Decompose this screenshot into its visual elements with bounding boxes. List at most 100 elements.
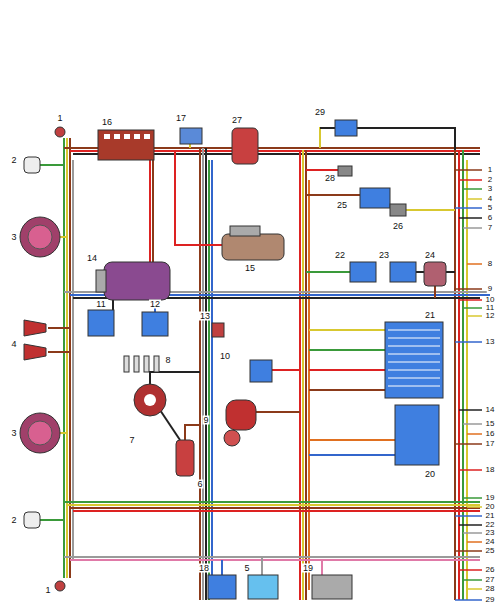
sensor-box bbox=[335, 120, 357, 136]
battery bbox=[98, 130, 154, 160]
callout-number: 22 bbox=[334, 251, 346, 260]
terminal-wire bbox=[463, 188, 482, 190]
fuse-box bbox=[388, 330, 440, 331]
wire-harness bbox=[149, 151, 151, 262]
wiper-motor bbox=[224, 430, 240, 446]
callout-number: 24 bbox=[424, 251, 436, 260]
side-repeater bbox=[55, 127, 65, 137]
terminal-number: 24 bbox=[485, 538, 496, 546]
wire-harness bbox=[150, 372, 200, 385]
callout-number: 17 bbox=[175, 114, 187, 123]
alternator bbox=[104, 262, 170, 300]
terminal-number: 11 bbox=[485, 304, 495, 312]
side-lamp bbox=[24, 157, 40, 173]
wire-harness bbox=[308, 180, 310, 590]
terminal-wire bbox=[455, 515, 482, 517]
side-repeater bbox=[55, 581, 65, 591]
terminal-number: 4 bbox=[487, 195, 493, 203]
terminal-wire bbox=[463, 579, 482, 581]
callout-number: 2 bbox=[10, 516, 17, 525]
distributor bbox=[144, 394, 156, 406]
wire-harness bbox=[202, 148, 204, 600]
callout-number: 28 bbox=[324, 174, 336, 183]
terminal-number: 21 bbox=[485, 512, 496, 520]
terminal-number: 7 bbox=[487, 224, 493, 232]
callout-number: 15 bbox=[244, 264, 256, 273]
fuse-box bbox=[388, 386, 440, 387]
callout-number: 3 bbox=[10, 233, 17, 242]
terminal-wire bbox=[467, 263, 482, 265]
starter bbox=[222, 234, 284, 260]
horn bbox=[24, 344, 46, 360]
sensor-box bbox=[338, 166, 352, 176]
terminal-wire bbox=[455, 288, 482, 290]
terminal-wire bbox=[463, 497, 482, 499]
callout-number: 29 bbox=[314, 108, 326, 117]
wire-harness bbox=[40, 519, 64, 521]
relay bbox=[180, 128, 202, 144]
callout-number: 20 bbox=[424, 470, 436, 479]
spark-plug bbox=[144, 356, 149, 372]
fuse-box bbox=[388, 378, 440, 379]
callout-number: 19 bbox=[302, 564, 314, 573]
battery bbox=[104, 134, 110, 139]
terminal-number: 22 bbox=[485, 521, 496, 529]
terminal-wire bbox=[455, 341, 482, 343]
terminal-number: 5 bbox=[487, 204, 493, 212]
fuse-box bbox=[388, 346, 440, 347]
spark-plug bbox=[134, 356, 139, 372]
wire-harness bbox=[48, 327, 70, 329]
fuse-box bbox=[388, 370, 440, 371]
sensor-box bbox=[390, 262, 416, 282]
relay-block bbox=[395, 405, 439, 465]
battery bbox=[98, 130, 154, 160]
terminal-wire bbox=[459, 299, 482, 301]
wire-harness bbox=[454, 150, 456, 600]
spark-plug bbox=[154, 356, 159, 372]
fuse-box bbox=[385, 322, 443, 398]
wire-harness bbox=[272, 369, 300, 371]
wiper-motor bbox=[224, 400, 256, 446]
spark-plug bbox=[124, 356, 159, 372]
wire-harness bbox=[64, 501, 480, 503]
sensor-box bbox=[142, 312, 168, 336]
washer-reservoir bbox=[232, 128, 258, 164]
wire-harness bbox=[70, 559, 480, 561]
terminal-wire bbox=[467, 588, 482, 590]
terminal-number: 16 bbox=[485, 430, 496, 438]
wire-harness bbox=[255, 411, 300, 413]
headlight bbox=[28, 421, 52, 445]
callout-number: 6 bbox=[196, 480, 203, 489]
sensor-box bbox=[88, 120, 416, 599]
terminal-number: 12 bbox=[485, 312, 496, 320]
headlight bbox=[20, 413, 60, 453]
terminal-number: 8 bbox=[487, 260, 493, 268]
side-lamp bbox=[24, 157, 40, 528]
callout-number: 7 bbox=[128, 436, 135, 445]
callout-number: 11 bbox=[95, 300, 106, 309]
wire-harness bbox=[309, 329, 385, 331]
callout-number: 14 bbox=[86, 254, 98, 263]
wire-harness bbox=[73, 510, 480, 512]
terminal-number: 10 bbox=[485, 296, 496, 304]
headlight bbox=[20, 217, 60, 453]
terminal-number: 20 bbox=[485, 503, 496, 511]
wire-harness bbox=[175, 151, 225, 245]
wire-harness bbox=[302, 150, 304, 600]
callout-number: 1 bbox=[44, 586, 51, 595]
terminal-number: 25 bbox=[485, 547, 496, 555]
terminal-wire bbox=[455, 599, 482, 601]
wire-harness bbox=[40, 164, 64, 166]
callout-number: 9 bbox=[202, 416, 209, 425]
wire-harness bbox=[321, 560, 323, 575]
callout-number: 12 bbox=[149, 300, 161, 309]
horn bbox=[24, 320, 46, 360]
wire-harness bbox=[261, 557, 263, 575]
callout-number: 16 bbox=[101, 118, 113, 127]
terminal-number: 1 bbox=[487, 166, 493, 174]
side-lamp bbox=[24, 512, 40, 528]
fuse-box bbox=[388, 338, 440, 339]
callout-number: 23 bbox=[378, 251, 390, 260]
spark-plug bbox=[124, 356, 129, 372]
wire-harness bbox=[64, 556, 480, 558]
